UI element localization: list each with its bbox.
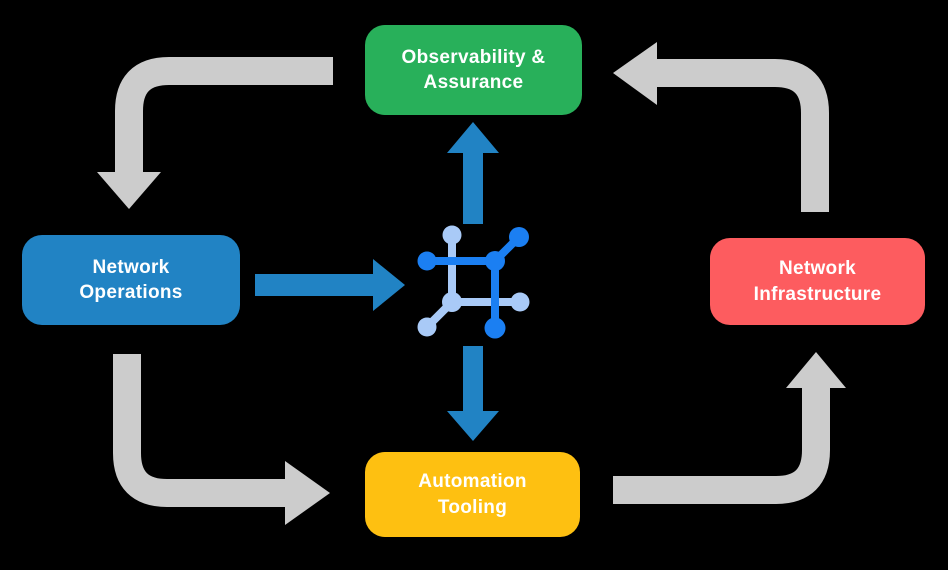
icon-node-bottom bbox=[484, 317, 506, 339]
node-automation-tooling: Automation Tooling bbox=[365, 452, 580, 537]
icon-node-top bbox=[442, 225, 462, 245]
arrow-shaft bbox=[613, 387, 830, 504]
icon-node-top-right bbox=[509, 227, 529, 247]
arrow-operations-to-center bbox=[255, 259, 405, 311]
arrow-center-to-observability bbox=[447, 122, 499, 224]
icon-node-right bbox=[510, 292, 530, 312]
arrow-head-right-icon bbox=[373, 259, 405, 311]
arrow-shaft bbox=[115, 57, 333, 172]
icon-node-left bbox=[417, 251, 437, 271]
node-observability-assurance-label: Observability & Assurance bbox=[401, 46, 546, 93]
icon-junction-bottom-left bbox=[442, 292, 462, 312]
icon-junction-top-right bbox=[485, 251, 505, 271]
arrow-infrastructure-to-observability bbox=[613, 42, 829, 212]
arrow-observability-to-operations bbox=[97, 57, 333, 209]
arrow-head-left-icon bbox=[613, 42, 657, 105]
node-network-infrastructure: Network Infrastructure bbox=[710, 238, 925, 325]
icon-node-bottom-left bbox=[417, 317, 437, 337]
arrow-head-right-icon bbox=[285, 461, 330, 525]
node-network-operations-label: Network Operations bbox=[79, 256, 183, 303]
arrow-center-to-tooling bbox=[447, 346, 499, 441]
node-automation-tooling-label: Automation Tooling bbox=[418, 471, 527, 518]
node-network-operations: Network Operations bbox=[22, 235, 240, 325]
node-network-infrastructure-label: Network Infrastructure bbox=[753, 258, 882, 305]
arrow-tooling-to-infrastructure bbox=[613, 352, 846, 504]
arrow-head-up-icon bbox=[786, 352, 846, 388]
node-observability-assurance: Observability & Assurance bbox=[365, 25, 582, 115]
arrow-head-down-icon bbox=[447, 411, 499, 441]
arrow-head-down-icon bbox=[97, 172, 161, 209]
network-mesh-icon bbox=[417, 225, 530, 339]
arrow-head-up-icon bbox=[447, 122, 499, 153]
arrow-operations-to-tooling bbox=[113, 354, 330, 525]
arrow-shaft bbox=[113, 354, 285, 507]
arrow-shaft bbox=[657, 59, 829, 212]
